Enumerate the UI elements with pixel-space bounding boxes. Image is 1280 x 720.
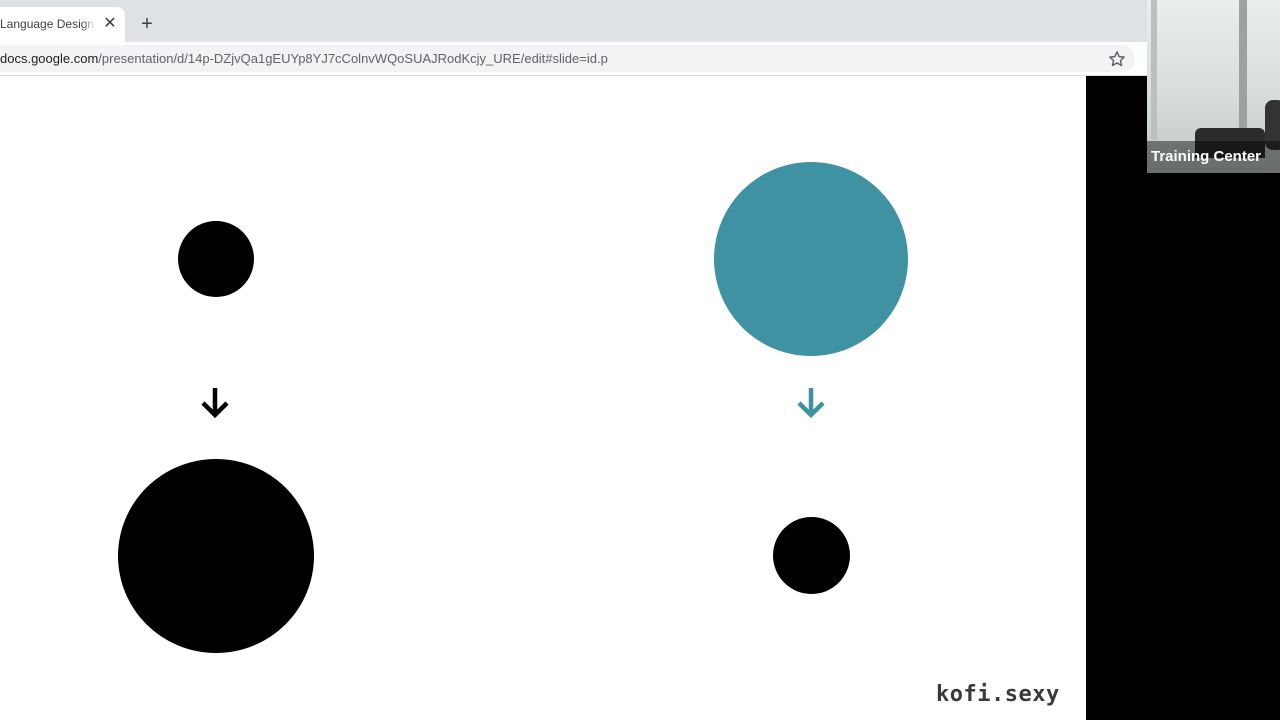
arrow-down-icon	[797, 388, 825, 419]
participant-name-label: Training Center	[1147, 141, 1280, 173]
tab-language-design[interactable]: Language Design ✕	[0, 7, 125, 42]
browser-chrome: Language Design ✕ + docs.google.com/pres…	[0, 0, 1147, 76]
left-large-circle	[118, 459, 314, 653]
right-large-teal-circle	[714, 162, 908, 356]
presentation-slide: kofi.sexy	[0, 76, 1086, 720]
star-icon[interactable]	[1107, 49, 1127, 69]
video-background	[1265, 100, 1280, 150]
browser-toolbar: docs.google.com/presentation/d/14p-DZjvQ…	[0, 42, 1147, 76]
arrow-down-icon	[201, 388, 229, 419]
url-path: /presentation/d/14p-DZjvQa1gEUYp8YJ7cCol…	[98, 51, 608, 66]
video-background	[1195, 128, 1265, 158]
url-host: docs.google.com	[0, 51, 99, 66]
watermark: kofi.sexy	[936, 682, 1060, 707]
close-icon[interactable]: ✕	[103, 15, 117, 32]
plus-icon[interactable]: +	[141, 13, 153, 35]
participant-video-tile[interactable]: Training Center	[1147, 0, 1280, 173]
tab-strip: Language Design ✕ +	[0, 0, 1147, 42]
left-small-circle	[178, 221, 254, 297]
tab-title: Language Design	[0, 17, 95, 31]
video-background	[1151, 0, 1157, 140]
right-small-circle	[773, 517, 850, 594]
video-background	[1239, 0, 1247, 140]
address-bar[interactable]: docs.google.com/presentation/d/14p-DZjvQ…	[0, 45, 1135, 72]
url-text[interactable]: docs.google.com/presentation/d/14p-DZjvQ…	[0, 51, 608, 66]
participant-name: Training Center	[1151, 148, 1262, 165]
